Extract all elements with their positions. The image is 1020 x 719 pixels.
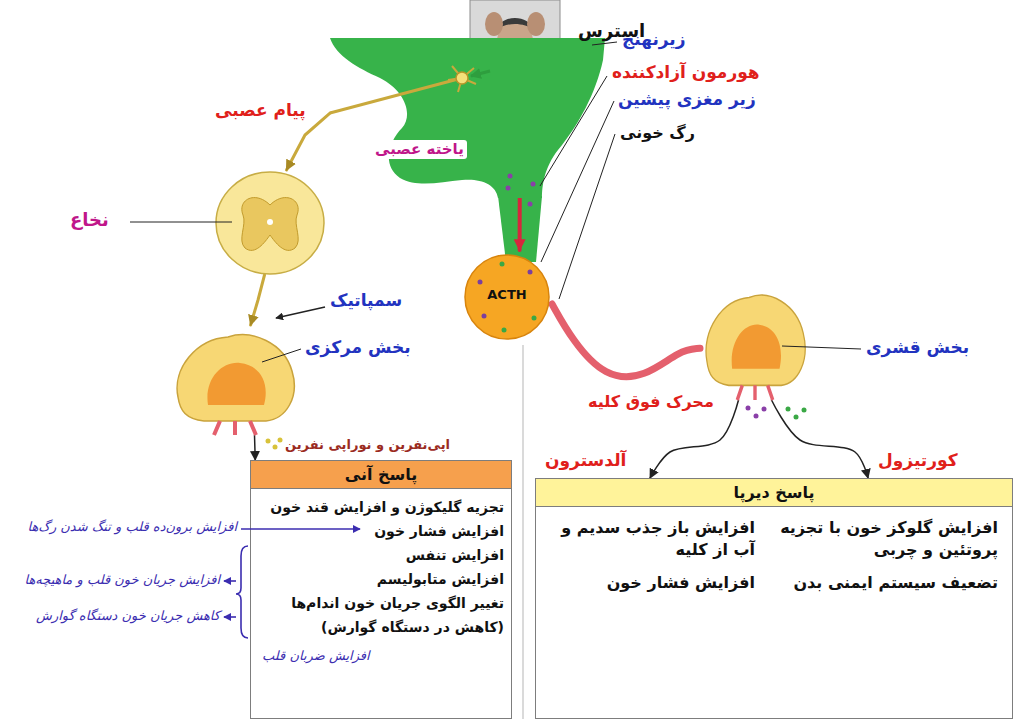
stimulus-label: استرس: [578, 20, 645, 43]
nerve-cell: [456, 72, 468, 84]
response-item: افزایش گلوکز خون با تجزیه پروتئین و چربی: [773, 517, 998, 560]
cell-label: یاخته عصبی: [372, 140, 467, 159]
hypothalamus-outline: [330, 38, 605, 198]
structure-label: نخاع: [70, 209, 109, 232]
hormone-label: ACTH: [487, 287, 526, 303]
nerve-fiber: [251, 275, 265, 325]
central-canal: [267, 219, 273, 225]
hormone-arrow: [254, 435, 256, 460]
hormone-label: هورمون آزادکننده: [612, 62, 760, 83]
connector-label: اپی‌نفرین و نوراپی نفرین: [285, 437, 450, 453]
adrenal-vessels: [214, 421, 256, 435]
adrenal-gland-drawing: [170, 325, 300, 435]
hormone-dot: [482, 314, 487, 319]
connector-label: آلدسترون: [545, 450, 626, 471]
response-box: پاسخ دیرپا افزایش گلوکز خون با تجزیه پروت…: [535, 478, 1013, 719]
adrenal-inner: [207, 363, 265, 405]
connector-label: کورتیزول: [878, 450, 958, 471]
handwritten-note: افزایش برون‌ده قلب و تنگ شدن رگ‌ها: [5, 519, 237, 535]
secretion-dots: [506, 174, 536, 207]
adrenal-gland-drawing: [700, 285, 810, 400]
hypothalamus-drawing: [330, 38, 605, 198]
handwritten-note: افزایش ضربان قلب: [262, 648, 482, 664]
response-item: افزایش باز جذب سدیم و آب از کلیه: [555, 517, 755, 560]
divider-line: [523, 345, 524, 719]
response-item: افزایش فشار خون: [258, 519, 504, 543]
axon: [330, 78, 462, 113]
dendrites: [448, 66, 476, 92]
response-item: تجزیه گلیکوژن و افزایش قند خون: [258, 495, 504, 519]
handwritten-marks: [224, 529, 360, 638]
hormone-arrow: [772, 400, 869, 478]
pituitary-stalk: [498, 196, 542, 262]
response-item: افزایش تنفس: [258, 543, 504, 567]
response-item: تغییر الگوی جریان خون اندام‌ها (کاهش در …: [258, 591, 504, 639]
gray-matter: [242, 198, 298, 251]
handwritten-note: افزایش جریان خون قلب و ماهیچه‌ها: [5, 572, 220, 588]
adrenal-outline: [706, 295, 805, 385]
box-header: پاسخ دیرپا: [536, 479, 1012, 507]
hormone-dot: [528, 270, 533, 275]
adrenal-outline: [177, 335, 294, 421]
box-header: پاسخ آنی: [251, 461, 511, 489]
hypothalamus: زیرنهنج: [330, 38, 605, 198]
hand: [527, 12, 545, 36]
stimulus-arrow: [471, 71, 490, 76]
response-item: افزایش فشار خون: [555, 572, 755, 594]
blood-vessel: [552, 304, 700, 377]
connector-label: سمپاتیک: [330, 290, 402, 311]
nerve-fiber: [287, 113, 331, 170]
hormone-dot: [500, 262, 505, 267]
structure-label: بخش قشری: [866, 337, 969, 358]
adrenal-gland: بخش مرکزی: [170, 325, 300, 435]
pituitary-gland: زیر مغزی پیشینACTH: [462, 250, 552, 340]
hormone-dot: [502, 328, 507, 333]
portal-vessel: [518, 198, 522, 250]
adrenal-gland: بخش قشری: [700, 285, 810, 400]
adrenal-inner: [732, 325, 781, 369]
adrenal-vessels: [737, 385, 773, 400]
hormone-dot: [532, 316, 537, 321]
vessel-label: رگ خونی: [620, 123, 695, 143]
hormone-dot: [478, 280, 483, 285]
hand: [485, 12, 503, 36]
spinal-cord-outline: [216, 172, 324, 274]
structure-label: زیر مغزی پیشین: [618, 89, 756, 110]
leader-lines: [130, 42, 861, 362]
connector-label: محرک فوق کلیه: [588, 392, 714, 412]
structure-label: بخش مرکزی: [305, 337, 411, 358]
response-item: افزایش متابولیسم: [258, 567, 504, 591]
pituitary-outline: [465, 255, 549, 339]
handwritten-note: کاهش جریان خون دستگاه گوارش: [5, 608, 220, 624]
response-item: تضعیف سیستم ایمنی بدن: [773, 572, 998, 594]
hormone-arrow: [650, 400, 738, 478]
connector-label: پیام عصبی: [212, 100, 309, 121]
pointer-arrow: [276, 307, 325, 318]
response-box: پاسخ آنیتجزیه گلیکوژن و افزایش قند خوناف…: [250, 460, 512, 719]
